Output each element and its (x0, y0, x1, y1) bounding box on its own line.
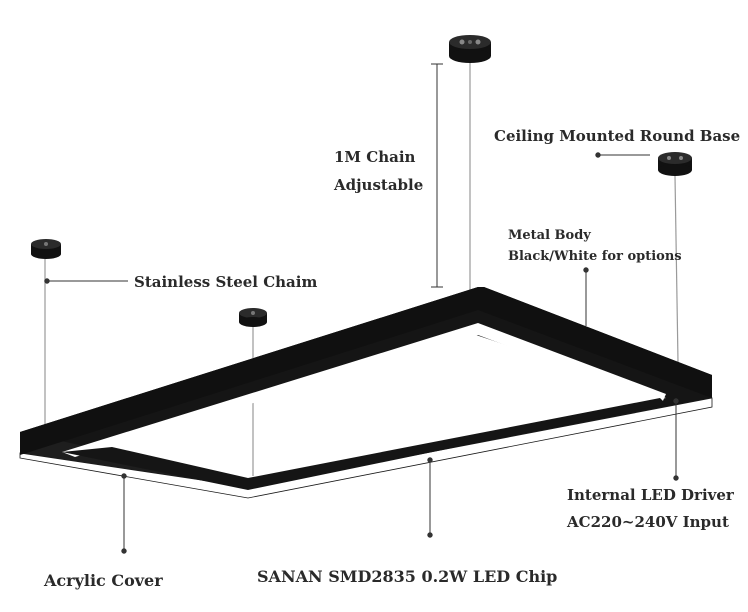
rectangular-frame (19, 287, 713, 499)
led-driver-label-line1: Internal LED Driver (567, 486, 734, 504)
led-driver-label-line2: AC220~240V Input (567, 513, 729, 531)
suspension-wires (44, 62, 679, 476)
acrylic-cover-label: Acrylic Cover (44, 571, 163, 590)
ceiling-base-label: Ceiling Mounted Round Base (494, 127, 741, 145)
ceiling-base-back (449, 35, 491, 63)
frame-inner-right-front (248, 398, 666, 490)
led-chip-label: SANAN SMD2835 0.2W LED Chip (257, 567, 558, 586)
stainless-chain-label: Stainless Steel Chaim (134, 273, 318, 291)
ceiling-base-front (239, 308, 267, 327)
frame-back-top-edge (20, 287, 712, 455)
metal-body-label-line1: Metal Body (508, 228, 591, 243)
ceiling-base-left (31, 239, 61, 259)
frame-inner-front (62, 447, 248, 490)
leader-lines (44, 63, 679, 554)
diffuser-inner-back (62, 323, 478, 457)
wire-right (674, 175, 679, 363)
diffuser-inner-right (478, 323, 666, 403)
chain-label-line2: Adjustable (334, 176, 424, 194)
frame-top-surface (20, 287, 712, 487)
ceiling-base-right (658, 152, 692, 176)
chain-label-line1: 1M Chain (334, 148, 416, 166)
metal-body-label-line2: Black/White for options (508, 249, 682, 264)
